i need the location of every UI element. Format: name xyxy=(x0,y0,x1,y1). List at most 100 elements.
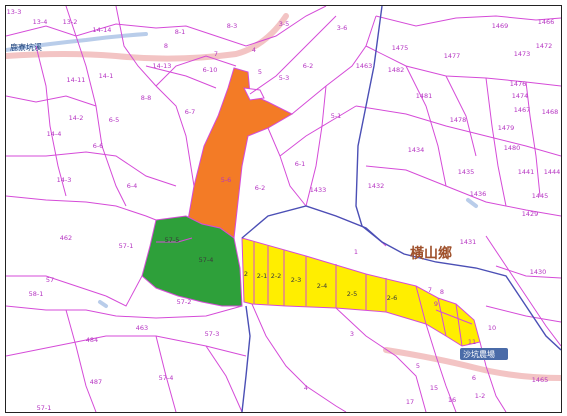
parcel-label: 7 xyxy=(214,50,218,58)
parcel-label: 6-7 xyxy=(185,108,196,116)
cadastral-map[interactable]: 鹿寮坑溪 橫山鄉 沙坑農場 13-3 13-4 13-2 14-14 8-1 8… xyxy=(6,6,561,412)
parcel-label: 6 xyxy=(472,374,476,382)
orange-parcel[interactable] xyxy=(187,67,294,239)
parcel-label: 1473 xyxy=(514,50,531,58)
parcel-label: 1477 xyxy=(444,52,461,60)
stream-accent-1 xyxy=(98,300,108,308)
parcel-label: 1475 xyxy=(392,44,409,52)
parcel-label: 14-1 xyxy=(99,72,114,80)
parcel-label: 6-10 xyxy=(203,66,218,74)
parcel-label: 1474 xyxy=(512,92,529,100)
parcel-label: 1472 xyxy=(536,42,553,50)
parcel-label: 14-3 xyxy=(57,176,72,184)
parcel-label: 57-5 xyxy=(165,236,180,244)
parcel-label: 14-4 xyxy=(47,130,62,138)
parcel-label: 6-5 xyxy=(109,116,120,124)
parcel-label: 1476 xyxy=(510,80,527,88)
parcel-label: 5 xyxy=(416,362,420,370)
parcel-label: 1433 xyxy=(310,186,327,194)
parcel-label: 6-2 xyxy=(303,62,314,70)
road-bottom xyxy=(383,347,561,381)
parcel-label: 6-1 xyxy=(295,160,306,168)
stream-label: 鹿寮坑溪 xyxy=(10,42,42,52)
parcel-label: 1436 xyxy=(470,190,487,198)
parcel-label: 1444 xyxy=(544,168,561,176)
parcel-label: 16 xyxy=(448,396,456,404)
stream-line xyxy=(6,32,148,52)
place-label: 沙坑農場 xyxy=(463,349,495,359)
parcel-label: 7 xyxy=(428,286,432,294)
parcel-label: 8-8 xyxy=(141,94,152,102)
parcel-label: 2-4 xyxy=(317,282,328,290)
parcel-label: 13-4 xyxy=(33,18,48,26)
parcel-label: 1435 xyxy=(458,168,475,176)
parcel-label: 8-1 xyxy=(175,28,186,36)
parcel-label: 3 xyxy=(350,330,354,338)
parcel-label: 9 xyxy=(434,300,438,308)
parcel-label: 487 xyxy=(90,378,102,386)
parcel-label: 1430 xyxy=(530,268,547,276)
parcel-labels: 13-3 13-4 13-2 14-14 8-1 8-3 3-5 3-6 8 7… xyxy=(7,8,561,412)
road-top xyxy=(6,13,289,62)
parcel-label: 57-3 xyxy=(205,330,220,338)
parcel-label: 1482 xyxy=(388,66,405,74)
parcel-label: 1467 xyxy=(514,106,531,114)
parcel-label: 2-2 xyxy=(271,272,282,280)
parcel-label: 57-2 xyxy=(177,298,192,306)
parcel-label: 6-4 xyxy=(127,182,138,190)
parcel-label: 57-1 xyxy=(37,404,52,412)
district-boundary xyxy=(355,6,561,351)
parcel-label: 2-6 xyxy=(387,294,398,302)
place-label-bg xyxy=(460,348,508,360)
parcel-label: 1463 xyxy=(356,62,373,70)
parcel-label: 5 xyxy=(258,68,262,76)
parcel-label: 2-3 xyxy=(291,276,302,284)
parcel-label: 3-6 xyxy=(337,24,348,32)
parcel-label: 3-5 xyxy=(279,20,290,28)
parcel-label: 10 xyxy=(488,324,496,332)
parcel-label: 5-3 xyxy=(279,74,290,82)
parcel-label: 1480 xyxy=(504,144,521,152)
orange-parcel-notch xyxy=(243,87,265,101)
parcel-label: 13-2 xyxy=(63,18,78,26)
parcel-label: 57-4 xyxy=(199,256,214,264)
district-boundary-2 xyxy=(241,205,383,243)
parcel-label: 15 xyxy=(430,384,438,392)
parcel-label: 4 xyxy=(252,46,256,54)
parcel-label: 14-2 xyxy=(69,114,84,122)
parcel-label: 57 xyxy=(46,276,54,284)
parcel-label: 17 xyxy=(406,398,414,406)
parcel-label: 8 xyxy=(440,288,444,296)
parcel-label: 1445 xyxy=(532,192,549,200)
parcel-label: 14-13 xyxy=(153,62,172,70)
stream-accent-2 xyxy=(466,198,478,208)
village-label: 橫山鄉 xyxy=(410,245,452,262)
parcel-label: 1468 xyxy=(542,108,559,116)
parcel-label: 8-3 xyxy=(227,22,238,30)
green-parcel[interactable] xyxy=(141,215,243,307)
parcel-label: 14-14 xyxy=(93,26,112,34)
parcel-label: 2-1 xyxy=(257,272,268,280)
parcel-label: 8 xyxy=(164,42,168,50)
parcel-label: 13-3 xyxy=(7,8,22,16)
parcel-label: 1434 xyxy=(408,146,425,154)
parcel-label: 1481 xyxy=(416,92,433,100)
parcel-label: 6-2 xyxy=(255,184,266,192)
parcel-label: 1429 xyxy=(522,210,539,218)
parcel-label: 463 xyxy=(136,324,148,332)
yellow-divisions xyxy=(253,242,473,347)
parcel-label: 1-2 xyxy=(475,392,486,400)
parcel-label: 1479 xyxy=(498,124,515,132)
parcel-label: 484 xyxy=(86,336,98,344)
parcel-label: 4 xyxy=(304,384,308,392)
parcel-label: 462 xyxy=(60,234,72,242)
parcel-label: 57-4 xyxy=(159,374,174,382)
map-frame[interactable]: 鹿寮坑溪 橫山鄉 沙坑農場 13-3 13-4 13-2 14-14 8-1 8… xyxy=(5,5,562,413)
parcel-label: 1432 xyxy=(368,182,385,190)
parcel-label: 1465 xyxy=(532,376,549,384)
parcel-label: 2 xyxy=(244,270,248,278)
parcel-label: 6-6 xyxy=(93,142,104,150)
parcel-label: 58-1 xyxy=(29,290,44,298)
parcel-label: 1469 xyxy=(492,22,509,30)
parcel-label: 5-6 xyxy=(221,176,232,184)
